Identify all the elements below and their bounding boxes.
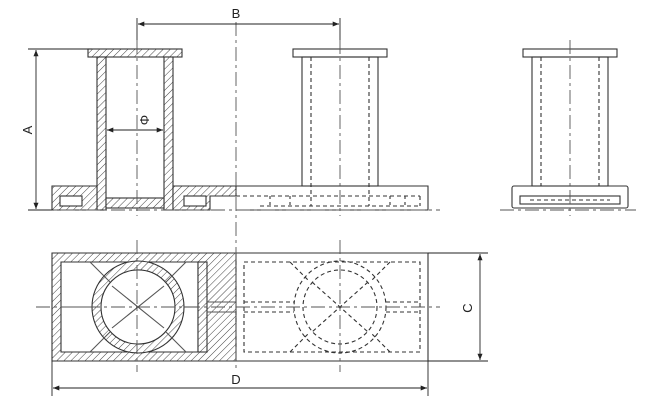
front-view [51,48,429,211]
left-bollard-section [87,48,183,211]
dim-b-label: B [232,6,241,21]
dim-c-label: C [460,303,475,312]
dim-a-label: A [20,125,35,134]
base-plate-section [51,185,237,211]
dim-d-label: D [231,372,240,387]
dimensions [28,18,488,396]
dim-phi-label: Φ [137,115,152,125]
center-lines [36,22,636,372]
base-plate-right [236,185,429,211]
